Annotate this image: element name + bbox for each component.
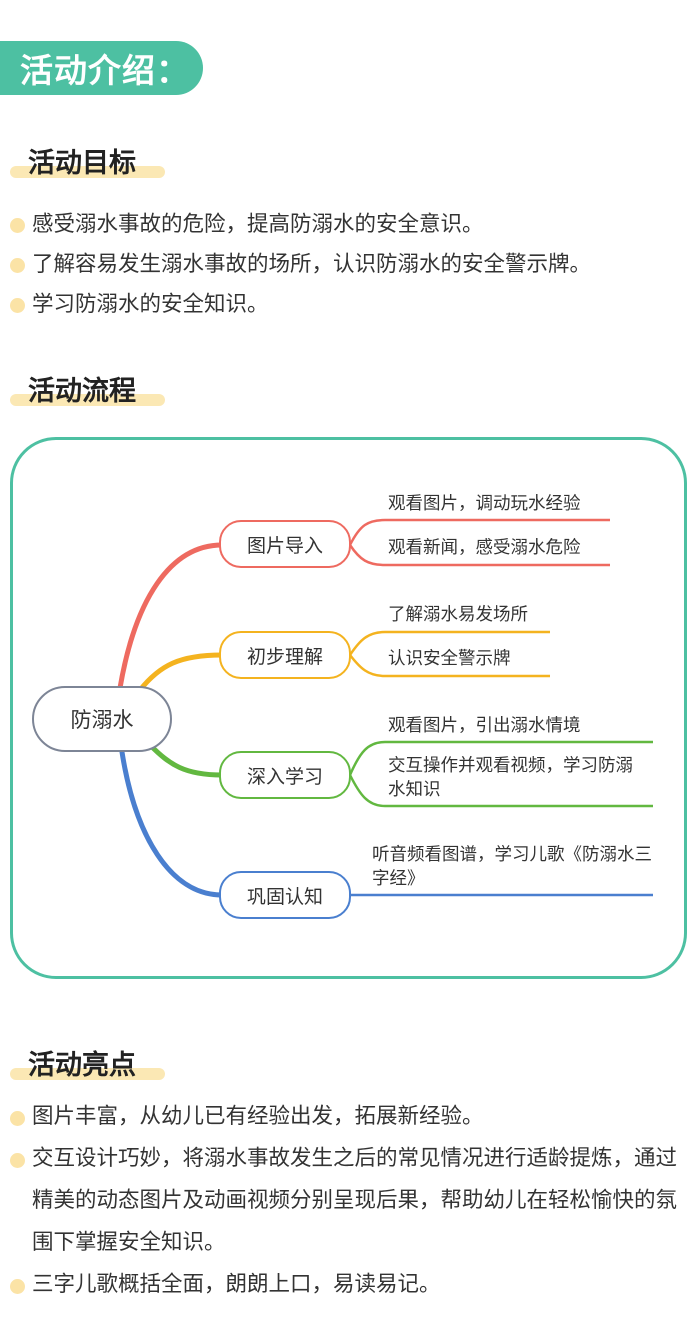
connector-green-leaf-1: [348, 740, 653, 776]
title-underline: [10, 1068, 165, 1080]
title-underline: [10, 166, 165, 178]
connector-red: [117, 542, 225, 691]
connector-red-leaf-1: [348, 518, 610, 546]
branch-node-1: 图片导入: [219, 520, 351, 568]
highlights-title: 活动亮点: [28, 1050, 136, 1081]
bullet-dot: [10, 218, 25, 233]
title-underline: [10, 394, 165, 406]
connector-red-leaf-2: [348, 544, 610, 567]
goal-item-2: 了解容易发生溺水事故的场所，认识防溺水的安全警示牌。: [32, 252, 592, 277]
leaf-text: 观看图片，调动玩水经验: [388, 494, 581, 514]
highlight-item-2: 交互设计巧妙，将溺水事故发生之后的常见情况进行适龄提炼，通过精美的动态图片及动画…: [32, 1146, 678, 1255]
connector-green-leaf-2: [348, 774, 653, 808]
header-title: 活动介绍：: [20, 51, 190, 90]
leaf-text: 认识安全警示牌: [388, 649, 511, 669]
connector-green: [147, 742, 225, 778]
branch-label: 深入学习: [246, 765, 323, 788]
bullet-dot: [10, 1111, 25, 1126]
bullet-dot: [10, 1153, 25, 1168]
flow-title: 活动流程: [28, 376, 136, 407]
goal-item-3: 学习防溺水的安全知识。: [32, 292, 269, 317]
leaf-text: 观看新闻，感受溺水危险: [388, 538, 581, 558]
highlight-item-3: 三字儿歌概括全面，朗朗上口，易读易记。: [32, 1272, 441, 1297]
branch-label: 巩固认知: [246, 885, 323, 908]
highlight-item-1: 图片丰富，从幼儿已有经验出发，拓展新经验。: [32, 1104, 484, 1129]
goal-item-1: 感受溺水事故的危险，提高防溺水的安全意识。: [32, 212, 484, 237]
section-header: 活动介绍：: [0, 41, 203, 95]
connector-orange: [137, 652, 225, 693]
branch-label: 图片导入: [246, 534, 323, 557]
mindmap-root: 防溺水: [32, 686, 172, 752]
leaf-text: 观看图片，引出溺水情境: [388, 716, 581, 736]
branch-node-4: 巩固认知: [219, 871, 351, 919]
bullet-dot: [10, 258, 25, 273]
connector-blue: [119, 749, 225, 898]
branch-node-3: 深入学习: [219, 751, 351, 799]
bullet-dot: [10, 298, 25, 313]
leaf-text: 了解溺水易发场所: [388, 605, 528, 625]
bullet-dot: [10, 1279, 25, 1294]
branch-node-2: 初步理解: [219, 631, 351, 679]
connector-orange-leaf-2: [349, 654, 550, 678]
root-label: 防溺水: [70, 708, 134, 732]
goals-title: 活动目标: [28, 148, 136, 179]
leaf-text: 听音频看图谱，学习儿歌《防溺水三字经》: [372, 845, 652, 889]
leaf-text: 交互操作并观看视频，学习防溺水知识: [388, 756, 633, 800]
branch-label: 初步理解: [246, 645, 323, 668]
connector-orange-leaf-1: [348, 630, 550, 656]
mindmap-frame: [10, 437, 687, 979]
